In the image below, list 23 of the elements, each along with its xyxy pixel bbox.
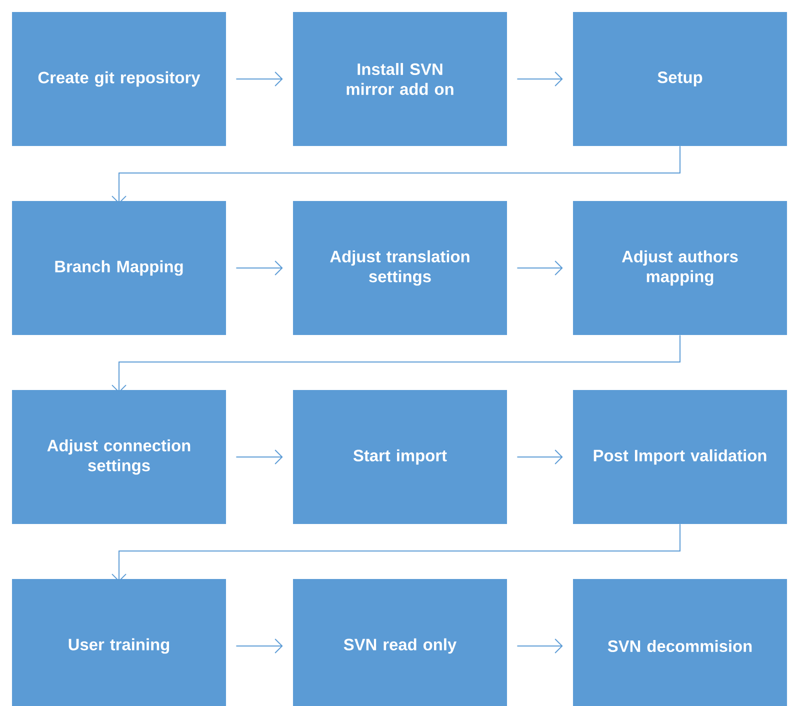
arrow <box>112 524 680 582</box>
process-box: Adjust authors mapping <box>573 200 787 335</box>
arrow <box>112 146 680 204</box>
process-box: Create git repository <box>12 12 226 146</box>
process-box: SVN decommision <box>573 578 787 706</box>
process-box: Adjust connection settings <box>12 390 226 524</box>
process-box: Branch Mapping <box>12 200 226 335</box>
process-box: Start import <box>293 390 507 524</box>
process-box: User training <box>12 578 226 706</box>
arrow <box>516 449 563 464</box>
arrow <box>516 260 563 276</box>
process-box: SVN read only <box>293 578 507 706</box>
arrow <box>112 334 680 393</box>
process-box: Adjust translation settings <box>293 200 507 335</box>
arrow <box>236 449 283 464</box>
arrow <box>236 638 283 654</box>
arrow <box>236 72 283 86</box>
process-box: Setup <box>573 12 787 146</box>
process-box: Install SVN mirror add on <box>293 12 507 146</box>
arrow <box>516 72 563 86</box>
arrow <box>236 260 283 276</box>
process-box: Post Import validation <box>573 390 787 524</box>
arrow <box>516 638 563 654</box>
